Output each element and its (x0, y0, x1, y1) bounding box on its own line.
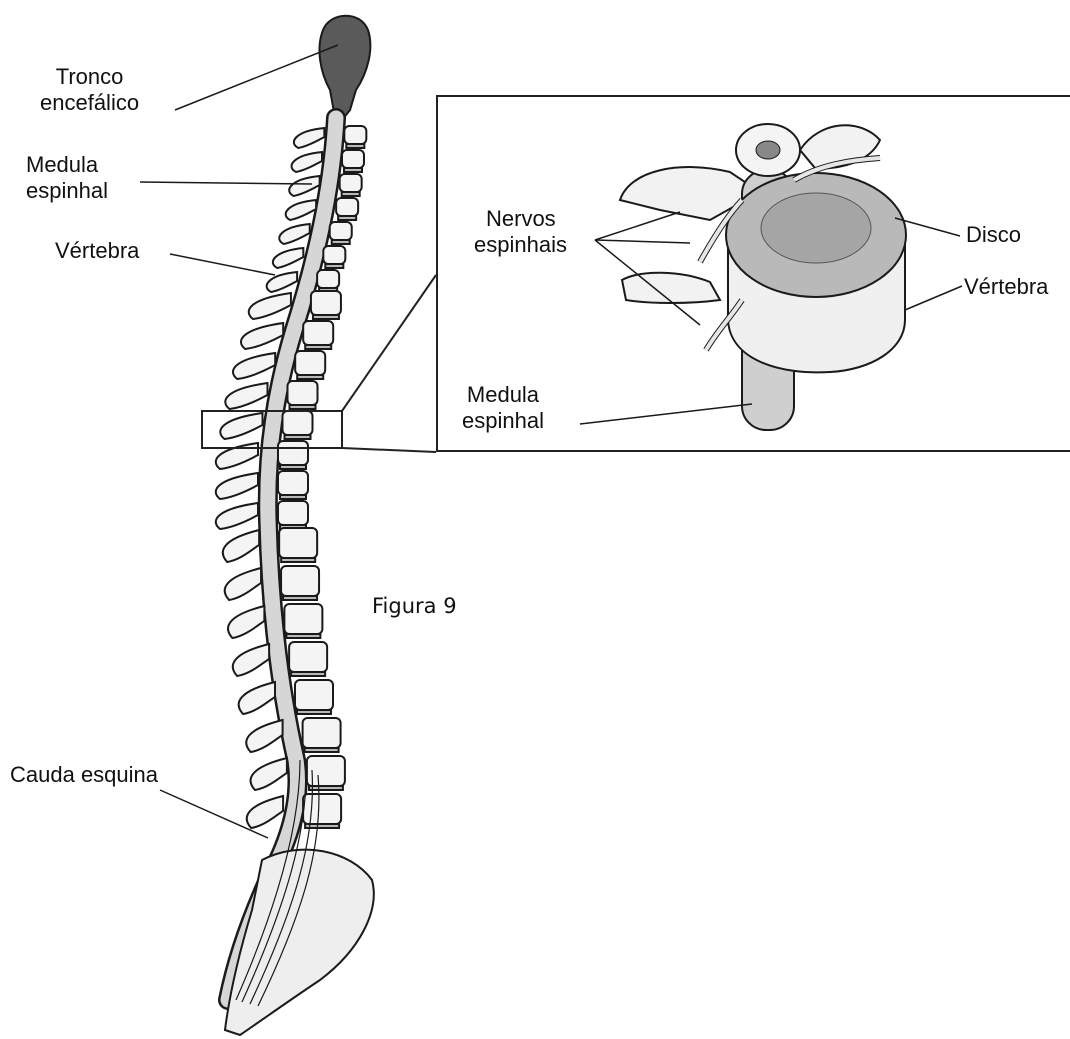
intervertebral-disc (283, 596, 317, 600)
spinous-process (246, 720, 282, 752)
vertebral-body (289, 642, 327, 672)
spinous-process (241, 323, 283, 349)
label-medula-line2: espinhal (26, 178, 108, 204)
label-medula-inset-line2: espinhal (462, 408, 544, 434)
label-medula-line1: Medula (26, 152, 108, 178)
vertebral-body (311, 291, 341, 315)
intervertebral-disc (290, 405, 316, 409)
vertebral-body (278, 501, 308, 525)
intervertebral-disc (325, 264, 343, 268)
label-tronco-line2: encefálico (40, 90, 139, 116)
intervertebral-disc (281, 558, 315, 562)
label-nervos-line2: espinhais (474, 232, 567, 258)
spinous-process (216, 473, 258, 499)
vertebral-body (323, 246, 345, 264)
spinous-process (216, 443, 258, 469)
intervertebral-disc (338, 216, 356, 220)
vertebral-body (303, 718, 341, 748)
label-medula-inset: Medula espinhal (462, 382, 544, 434)
spinous-process (225, 383, 267, 409)
intervertebral-disc (285, 435, 311, 439)
zoom-connector-bottom (342, 448, 436, 452)
vertebral-body (344, 126, 366, 144)
intervertebral-disc (346, 144, 364, 148)
intervertebral-disc (344, 168, 362, 172)
label-vertebra: Vértebra (55, 238, 139, 264)
intervertebral-disc (297, 375, 323, 379)
spinous-process (249, 293, 291, 319)
vertebral-body (330, 222, 352, 240)
spinous-process (273, 248, 303, 268)
spinous-process (233, 353, 275, 379)
vertebral-body (340, 174, 362, 192)
figure-caption: Figura 9 (372, 594, 457, 618)
vertebral-body (284, 604, 322, 634)
vertebral-body (303, 794, 341, 824)
vertebral-body (342, 150, 364, 168)
spinous-process (292, 152, 322, 172)
vertebral-body (288, 381, 318, 405)
vertebral-body (295, 351, 325, 375)
spinous-process (289, 176, 319, 196)
spinous-process (220, 413, 262, 439)
vertebral-body (278, 471, 308, 495)
vertebral-body (283, 411, 313, 435)
intervertebral-disc (297, 710, 331, 714)
vertebral-body (303, 321, 333, 345)
spinous-process (216, 503, 258, 529)
spinous-process (279, 224, 309, 244)
intervertebral-disc (280, 465, 306, 469)
label-tronco-encefalico: Tronco encefálico (40, 64, 139, 116)
spinous-process (286, 200, 316, 220)
label-tronco-line1: Tronco (40, 64, 139, 90)
brainstem-shape (319, 16, 370, 120)
intervertebral-disc (305, 748, 339, 752)
label-disco: Disco (966, 222, 1021, 248)
intervertebral-disc (309, 786, 343, 790)
spinous-process (294, 128, 324, 148)
label-medula-espinhal: Medula espinhal (26, 152, 108, 204)
intervertebral-disc (286, 634, 320, 638)
spinous-process (228, 606, 264, 638)
spinous-process (251, 758, 287, 790)
vertebral-body (317, 270, 339, 288)
intervertebral-disc (280, 495, 306, 499)
label-vertebra-inset: Vértebra (964, 274, 1048, 300)
intervertebral-disc (291, 672, 325, 676)
spinous-process (239, 682, 275, 714)
label-cauda-esquina: Cauda esquina (10, 762, 158, 788)
vertebral-body (281, 566, 319, 596)
spinous-process (247, 796, 283, 828)
spinous-process (223, 530, 259, 562)
label-nervos-line1: Nervos (474, 206, 567, 232)
vertebral-body (279, 528, 317, 558)
zoom-connector-top (342, 275, 436, 411)
vertebral-body (295, 680, 333, 710)
intervertebral-disc (313, 315, 339, 319)
spinous-process (233, 644, 269, 676)
label-nervos-espinhais: Nervos espinhais (474, 206, 567, 258)
vertebral-body (336, 198, 358, 216)
intervertebral-disc (305, 345, 331, 349)
label-medula-inset-line1: Medula (462, 382, 544, 408)
intervertebral-disc (332, 240, 350, 244)
intervertebral-disc (342, 192, 360, 196)
spinous-process (225, 568, 261, 600)
vertebral-body (278, 441, 308, 465)
